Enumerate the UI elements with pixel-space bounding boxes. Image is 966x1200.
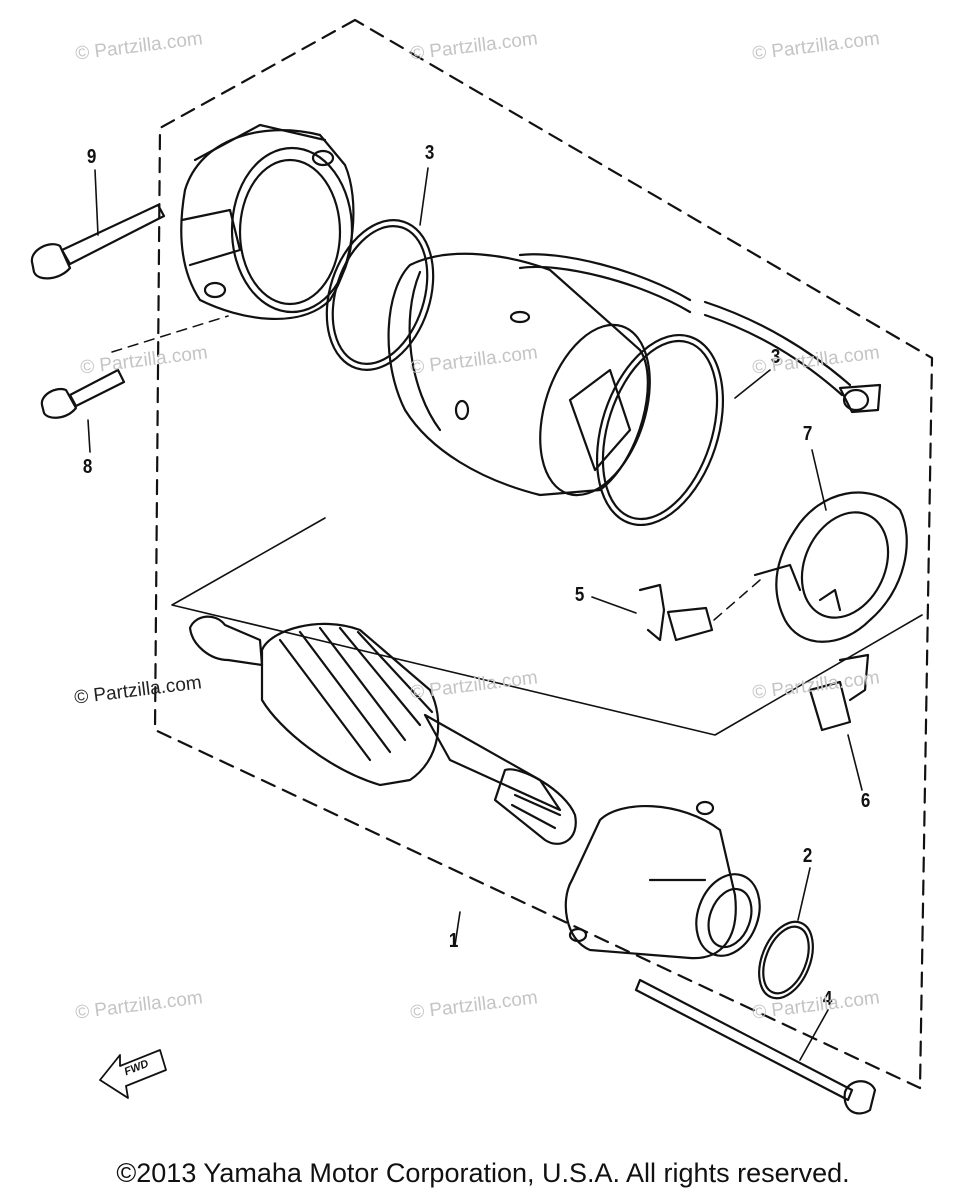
callout-5: 5 (574, 584, 585, 606)
brush-5 (591, 579, 761, 642)
o-ring-2 (758, 867, 814, 1000)
callout-4: 4 (822, 988, 833, 1010)
brush-6 (808, 653, 870, 791)
callout-6: 6 (860, 790, 871, 812)
front-cover (180, 123, 355, 321)
long-screw-9 (30, 169, 166, 280)
o-ring-3-upper (325, 167, 435, 371)
yoke-body (387, 252, 882, 497)
fwd-arrow-icon (99, 1049, 167, 1099)
callout-1: 1 (448, 930, 459, 952)
assembly-boundary (153, 18, 934, 1090)
callout-8: 8 (82, 456, 93, 478)
armature-boundary (171, 517, 923, 736)
rear-cover (564, 800, 761, 960)
callout-9: 9 (86, 146, 97, 168)
brush-holder-7 (753, 449, 908, 643)
o-ring-3-lower (595, 333, 771, 527)
short-screw-8 (40, 315, 229, 453)
callout-3-upper: 3 (424, 142, 435, 164)
callout-2: 2 (802, 845, 813, 867)
through-bolt-4 (634, 978, 877, 1115)
callout-7: 7 (802, 423, 813, 445)
armature-1 (188, 615, 577, 946)
copyright-notice: ©2013 Yamaha Motor Corporation, U.S.A. A… (116, 1158, 850, 1188)
callout-3-lower: 3 (770, 346, 781, 368)
